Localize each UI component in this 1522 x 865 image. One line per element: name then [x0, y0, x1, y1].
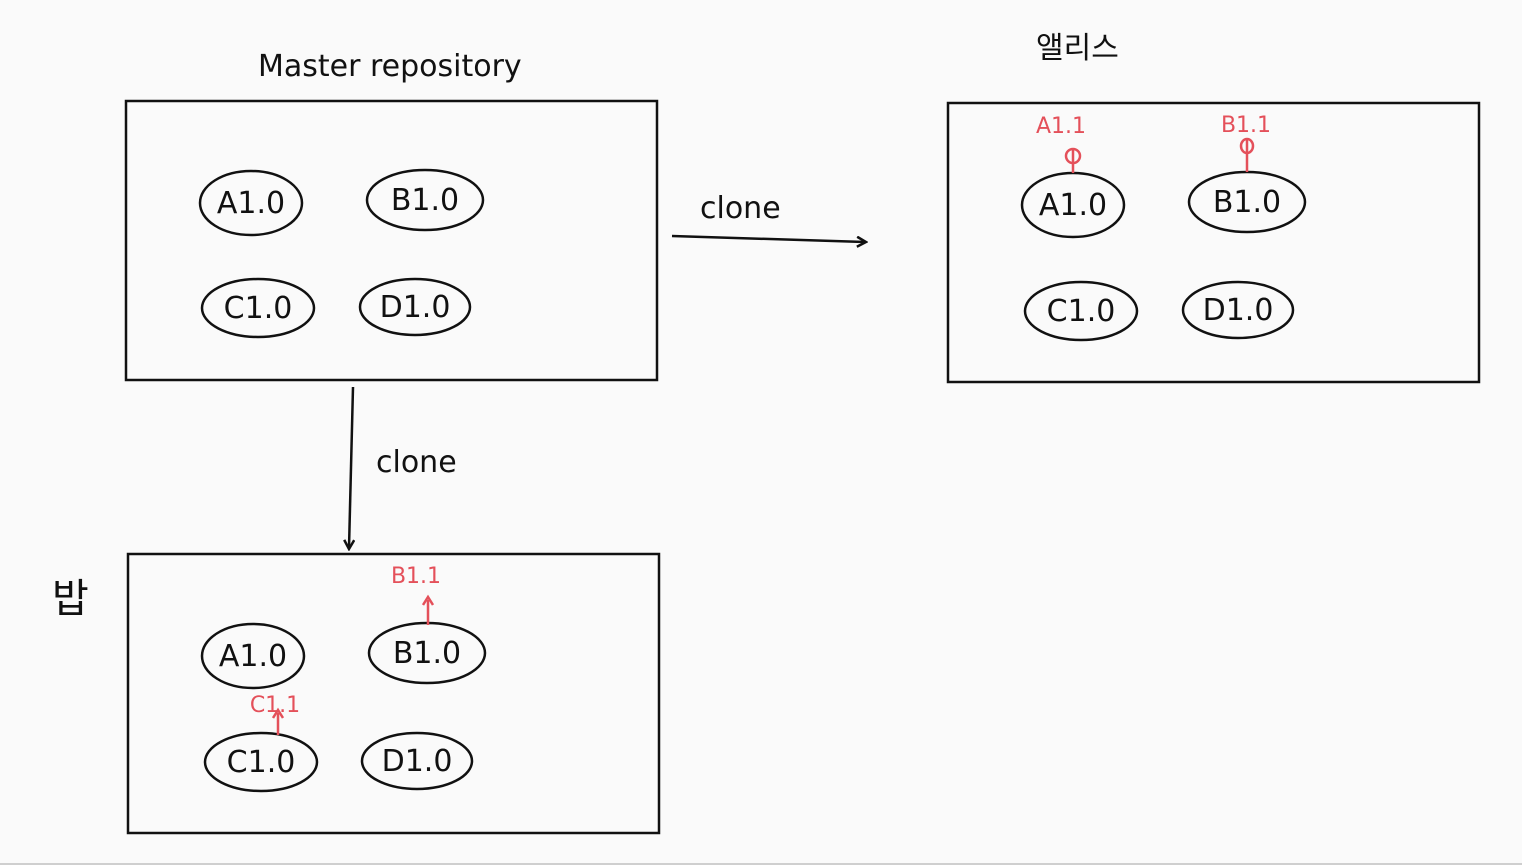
update-b-label: B1.1 [1221, 113, 1271, 138]
master-repository-box: A1.0 B1.0 C1.0 D1.0 [124, 99, 659, 382]
update-arrow-b: B1.1 [1221, 113, 1271, 172]
update-arrow-a: A1.1 [1036, 114, 1086, 173]
node-b-label: B1.0 [1213, 185, 1281, 220]
bob-title: 밥 [52, 576, 89, 622]
node-b-label: B1.0 [393, 636, 461, 671]
node-b: B1.0 [1187, 170, 1307, 234]
node-a: A1.0 [200, 622, 306, 690]
clone-arrow-down: clone [349, 386, 457, 548]
bob-repository-box: A1.0 B1.0 C1.0 D1.0 B1.1 C1.1 [126, 552, 661, 835]
node-c: C1.0 [1023, 280, 1139, 342]
node-c-label: C1.0 [1047, 294, 1116, 329]
update-c-label: C1.1 [250, 693, 300, 718]
node-b-label: B1.0 [391, 183, 459, 218]
node-a-label: A1.0 [217, 186, 285, 221]
update-arrow-b: B1.1 [391, 564, 441, 625]
node-d-label: D1.0 [382, 744, 453, 779]
node-b: B1.0 [365, 168, 485, 232]
node-a-label: A1.0 [1039, 188, 1107, 223]
node-c-label: C1.0 [227, 745, 296, 780]
node-d: D1.0 [1181, 280, 1295, 340]
clone-down-label: clone [376, 445, 457, 480]
master-repository-title: Master repository [258, 49, 522, 84]
node-c: C1.0 [200, 277, 316, 339]
update-arrow-c: C1.1 [250, 693, 300, 735]
clone-arrow-right: clone [671, 191, 865, 242]
node-c-label: C1.0 [224, 291, 293, 326]
node-d-label: D1.0 [1203, 293, 1274, 328]
node-b: B1.0 [367, 621, 487, 685]
node-c: C1.0 [203, 731, 319, 793]
update-a-label: A1.1 [1036, 114, 1086, 139]
node-d: D1.0 [358, 277, 472, 337]
node-d-label: D1.0 [380, 290, 451, 325]
node-a: A1.0 [198, 169, 304, 237]
alice-repository-box: A1.0 B1.0 C1.0 D1.0 A1.1 B1.1 [946, 101, 1481, 384]
update-b-label: B1.1 [391, 564, 441, 589]
node-a-label: A1.0 [219, 639, 287, 674]
bottom-border [0, 863, 1522, 865]
node-d: D1.0 [360, 731, 474, 791]
clone-right-label: clone [700, 191, 781, 226]
node-a: A1.0 [1020, 171, 1126, 239]
alice-title: 앨리스 [1036, 31, 1119, 66]
